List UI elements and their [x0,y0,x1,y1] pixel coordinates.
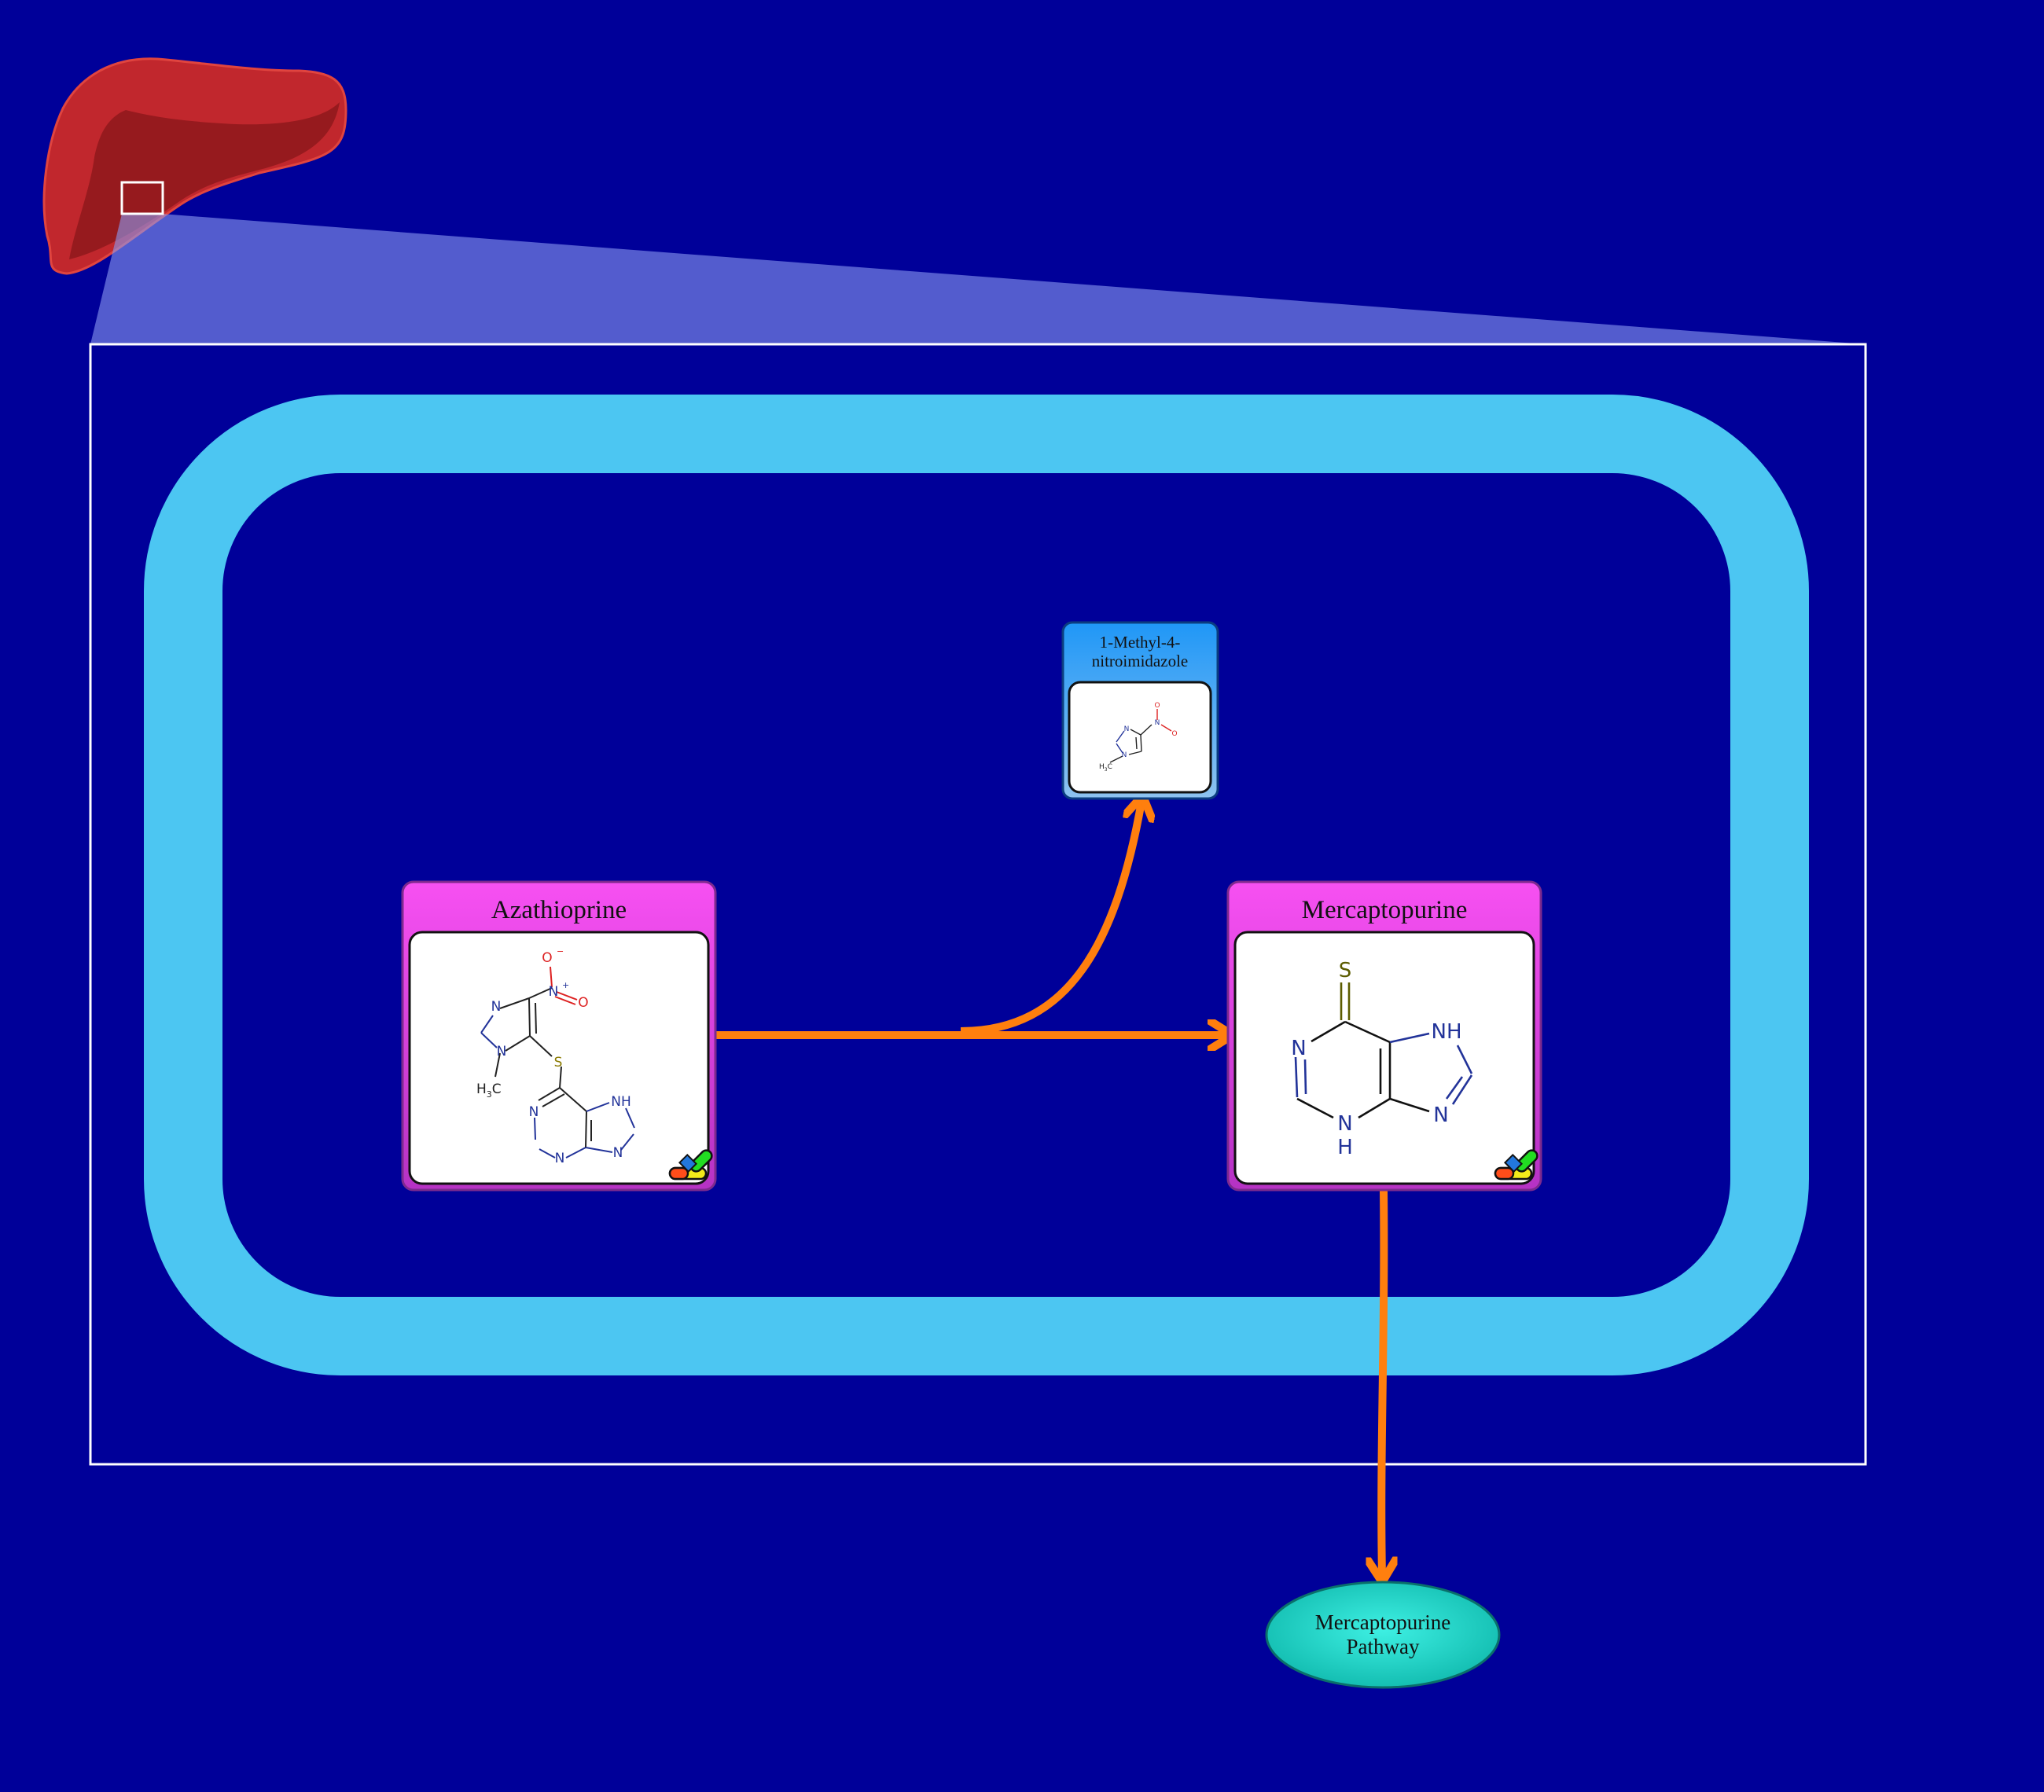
atom-methyl: H3C [476,1081,502,1100]
atom-nh: NH [611,1094,631,1110]
atom-o-minus: O [542,950,552,966]
atom-charge: + [562,980,569,990]
node-mercaptopurine[interactable]: Mercaptopurine S N NH N N H [1226,880,1542,1192]
atom-n: N [491,999,502,1015]
methylnitroimidazole-structure-panel [1068,681,1212,794]
node-azathioprine[interactable]: Azathioprine [401,880,717,1192]
atom-n: N [497,1044,507,1059]
cell-membrane [144,395,1809,1375]
atom-s: S [554,1055,563,1070]
pathway-label-line1: Mercaptopurine [1315,1610,1450,1634]
atom-n: N [1124,725,1130,733]
drug-capsule-icon [668,1149,713,1181]
atom-n: N [613,1145,623,1161]
atom-methyl: H3C [1099,763,1112,773]
atom-n-plus: N [1155,719,1160,727]
zoom-selector-box [120,181,164,215]
atom-s: S [1339,959,1352,982]
atom-n-plus: N [549,984,559,1000]
atom-n: N [1337,1112,1352,1136]
atom-n: N [555,1151,565,1166]
drug-capsule-icon [1494,1149,1539,1181]
node-mercaptopurine-pathway[interactable]: Mercaptopurine Pathway [1265,1581,1501,1689]
pathway-label-line2: Pathway [1347,1635,1420,1658]
atom-n: N [529,1104,539,1120]
atom-o: O [1154,702,1160,710]
arrow-mercaptopurine-to-pathway [1381,1190,1384,1576]
zoom-wedge [90,214,1866,344]
methylnitroimidazole-structure [1109,709,1172,763]
atom-o-minus: O [1171,730,1177,738]
atom-h: H [1337,1136,1353,1159]
arrow-to-methylnitroimidazole [960,802,1141,1035]
azathioprine-label: Azathioprine [491,896,627,924]
mercaptopurine-label: Mercaptopurine [1302,896,1468,924]
mercaptopurine-structure [1294,982,1473,1119]
methylnitroimidazole-label-line1: 1-Methyl-4- [1100,633,1181,652]
azathioprine-structure-panel [408,931,710,1185]
node-methylnitroimidazole[interactable]: 1-Methyl-4- nitroimidazole O N O N N H3C [1061,621,1219,800]
mercaptopurine-structure-panel [1233,931,1535,1185]
azathioprine-structure [480,966,635,1159]
atom-o: O [578,995,588,1011]
reaction-arrows [715,802,1384,1576]
atom-nh: NH [1432,1020,1462,1044]
atom-n: N [1433,1103,1448,1127]
atom-n: N [1291,1037,1306,1060]
methylnitroimidazole-label-line2: nitroimidazole [1092,652,1188,670]
zoom-frame [89,343,1867,1466]
atom-charge: − [557,946,564,957]
atom-n: N [1122,751,1127,759]
